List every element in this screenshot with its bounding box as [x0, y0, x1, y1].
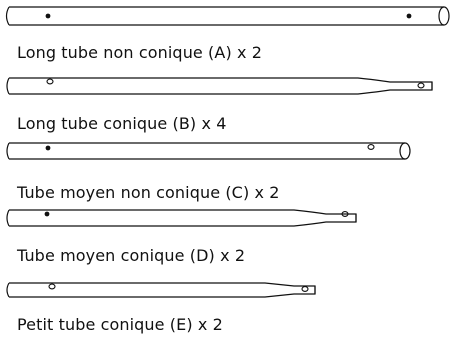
tube-e-illustration [6, 282, 316, 298]
tube-c-label: Tube moyen non conique (C) x 2 [17, 183, 280, 202]
tube-d-label: Tube moyen conique (D) x 2 [17, 246, 246, 265]
tube-a-label: Long tube non conique (A) x 2 [17, 43, 263, 62]
tube-b-label: Long tube conique (B) x 4 [17, 114, 227, 133]
tube-e-label: Petit tube conique (E) x 2 [17, 315, 223, 334]
tube-a-illustration [5, 6, 450, 26]
tube-b-illustration [6, 77, 433, 95]
tube-c-illustration [6, 142, 411, 160]
tube-d-illustration [6, 209, 357, 227]
